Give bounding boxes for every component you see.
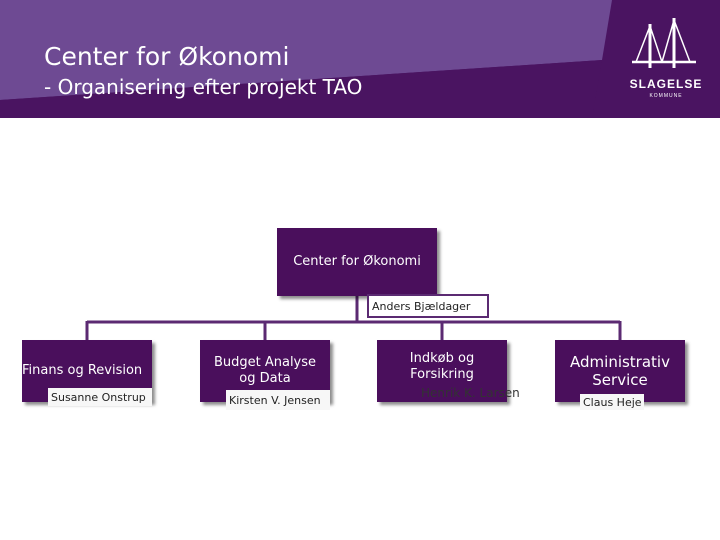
- org-node-administrativ: Administrativ Service: [555, 340, 685, 402]
- org-node-indkob: Indkøb og Forsikring: [377, 340, 507, 402]
- slagelse-logo: SLAGELSE KOMMUNE: [628, 16, 704, 102]
- logo-subtext: KOMMUNE: [649, 93, 683, 99]
- org-node-administrativ-head: Claus Heje: [580, 394, 644, 410]
- org-node-indkob-label: Indkøb og Forsikring: [409, 351, 475, 382]
- page-title: Center for Økonomi: [44, 42, 290, 71]
- bridge-icon: [632, 18, 696, 68]
- org-node-budget-head: Kirsten V. Jensen: [226, 390, 330, 410]
- org-node-root: Center for Økonomi: [277, 228, 437, 296]
- banner-decoration: [0, 0, 612, 118]
- org-node-finans-label: Finans og Revision: [22, 363, 143, 378]
- logo-name: SLAGELSE: [629, 77, 703, 91]
- page-subtitle: - Organisering efter projekt TAO: [44, 75, 363, 99]
- org-node-administrativ-label: Administrativ Service: [570, 353, 670, 389]
- org-node-budget-label: Budget Analyse og Data: [213, 355, 317, 386]
- header-banner: Center for Økonomi - Organisering efter …: [0, 0, 720, 118]
- org-node-root-label: Center for Økonomi: [293, 254, 421, 269]
- org-node-indkob-head: Henrik K. Larsen: [421, 386, 520, 400]
- org-node-finans-head: Susanne Onstrup: [48, 388, 152, 406]
- org-node-root-head: Anders Bjældager: [367, 294, 489, 318]
